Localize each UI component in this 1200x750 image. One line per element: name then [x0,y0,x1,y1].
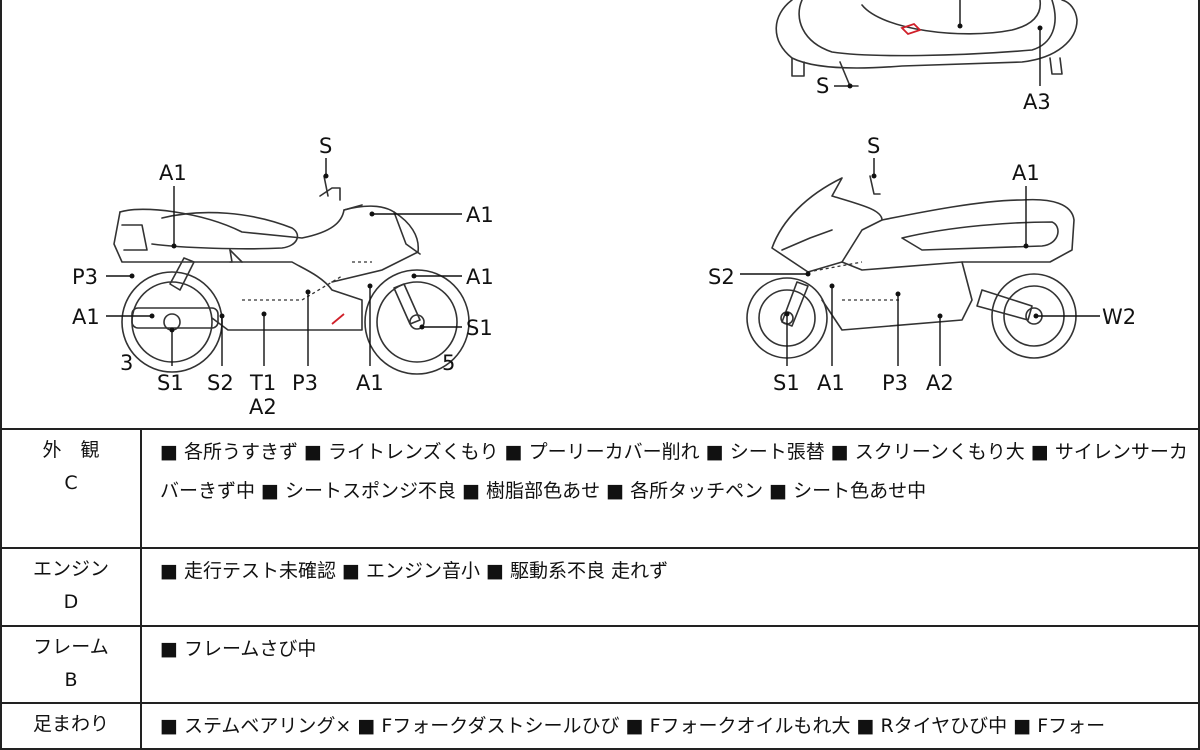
top-view-scooter: S A3 [775,0,1078,114]
right-body-rear-label: A1 [1012,161,1040,185]
left-mirror-label: S [319,134,332,158]
left-rear-fender-label: P3 [72,265,98,289]
category-cell: エンジン D [0,547,142,627]
left-front-wheel-label: S1 [466,316,493,340]
top-view-rear-label: A3 [1023,90,1051,114]
scooter-diagram-svg: S A3 [72,0,1136,419]
left-body-rear-label: A1 [159,161,187,185]
condition-items: ■ ステムベアリング× ■ Fフォークダストシールひび ■ Fフォークオイルもれ… [140,702,1200,750]
category-grade: B [64,669,78,691]
category-name: フレーム [33,636,109,658]
left-bottom-s1-label: S1 [157,371,184,395]
right-mirror-label: S [867,134,880,158]
left-bottom-a1-label: A1 [356,371,384,395]
damage-diagram: S A3 [0,0,1200,428]
left-bottom-a2-label: A2 [249,395,277,419]
condition-row-exterior: 外 観 C ■ 各所うすきず ■ ライトレンズくもり ■ プーリーカバー削れ ■… [0,428,1200,549]
right-rear-axle-label: W2 [1102,305,1136,329]
condition-items: ■ 走行テスト未確認 ■ エンジン音小 ■ 駆動系不良 走れず [140,547,1200,627]
left-bottom-s2-label: S2 [207,371,234,395]
condition-row-engine: エンジン D ■ 走行テスト未確認 ■ エンジン音小 ■ 駆動系不良 走れず [0,547,1200,627]
right-view-scooter: S A1 S2 W2 S1 A1 P3 A2 [708,134,1136,395]
right-fork-label: S2 [708,265,735,289]
left-bottom-t1-label: T1 [249,371,276,395]
left-view-scooter: A1 S A1 A1 P3 A1 S1 3 5 S1 S2 T1 A2 P3 A… [72,134,494,419]
category-grade: C [64,472,78,494]
condition-row-frame: フレーム B ■ フレームさび中 [0,625,1200,704]
right-bottom-a2-label: A2 [926,371,954,395]
left-front-fender-label: A1 [466,265,494,289]
right-bottom-s1-label: S1 [773,371,800,395]
condition-items: ■ フレームさび中 [140,625,1200,704]
category-name: 外 観 [42,439,100,461]
category-name: 足まわり [32,713,109,735]
condition-items: ■ 各所うすきず ■ ライトレンズくもり ■ プーリーカバー削れ ■ シート張替… [140,428,1200,549]
category-name: エンジン [32,558,109,580]
category-cell: 外 観 C [0,428,142,549]
category-grade: D [63,591,79,613]
right-bottom-p3-label: P3 [882,371,908,395]
left-muffler-label: A1 [72,305,100,329]
category-cell: 足まわり [0,702,142,750]
left-bottom-p3-label: P3 [292,371,318,395]
condition-table: 外 観 C ■ 各所うすきず ■ ライトレンズくもり ■ プーリーカバー削れ ■… [0,428,1200,750]
category-cell: フレーム B [0,625,142,704]
left-front-axle-number: 5 [442,351,455,375]
left-rear-axle-number: 3 [120,351,133,375]
condition-row-suspension: 足まわり ■ ステムベアリング× ■ Fフォークダストシールひび ■ Fフォーク… [0,702,1200,750]
top-view-stand-label: S [816,74,829,98]
left-cowl-label: A1 [466,203,494,227]
right-bottom-a1-label: A1 [817,371,845,395]
